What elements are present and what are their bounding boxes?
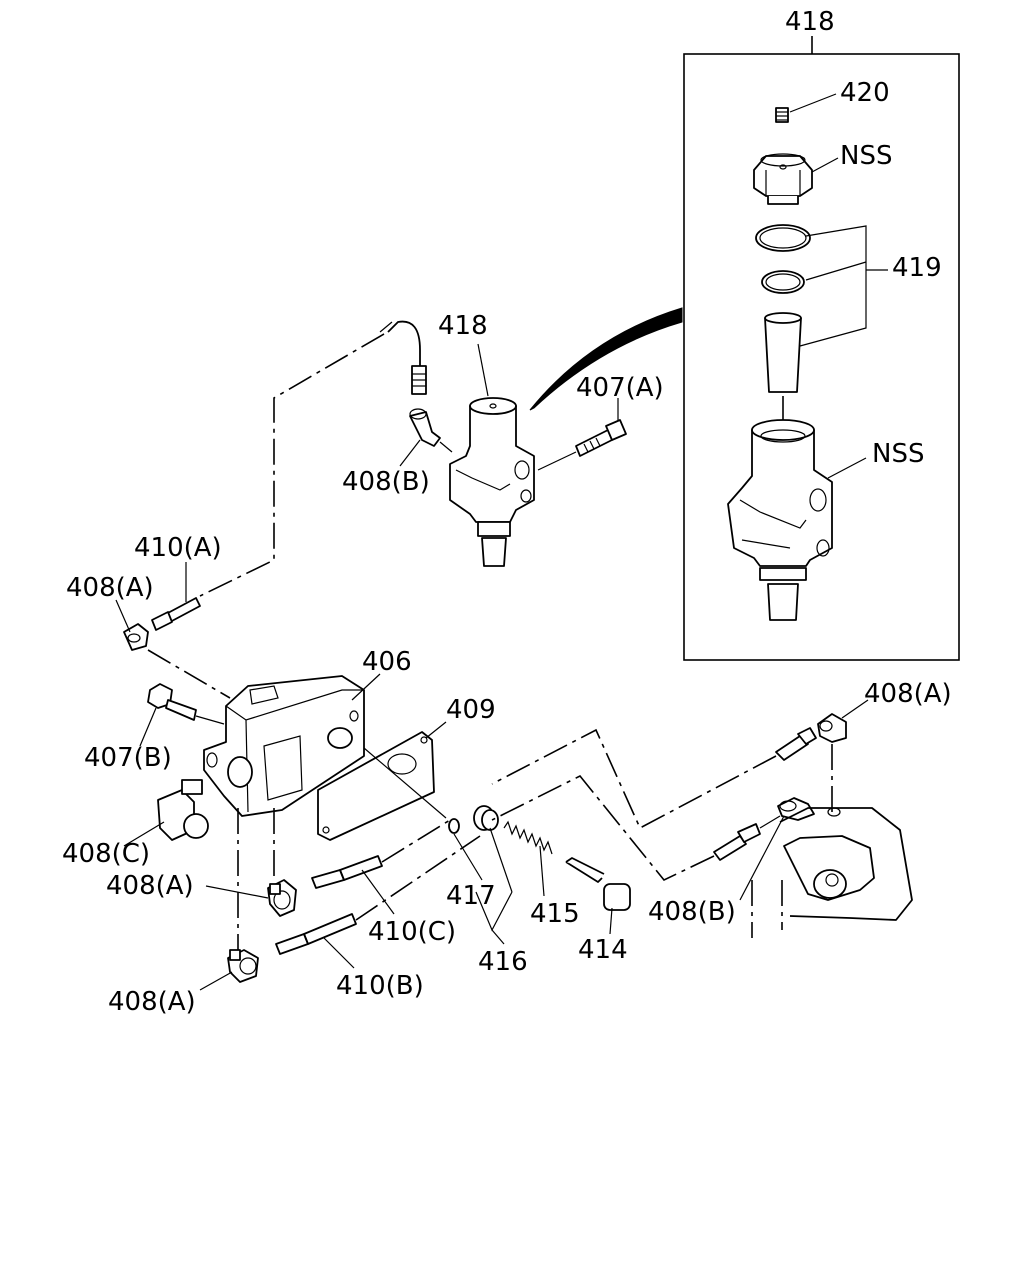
part-407b-bolt bbox=[147, 683, 197, 721]
part-420-screw bbox=[775, 107, 789, 123]
label-407b: 407(B) bbox=[84, 743, 172, 773]
label-nss-top: NSS bbox=[840, 141, 892, 171]
leader-419 bbox=[799, 225, 888, 347]
part-408a-bottom-fitting bbox=[227, 949, 259, 983]
leader-408b-bottom bbox=[739, 815, 785, 901]
dash-lower-right-run bbox=[491, 774, 715, 881]
label-410a: 410(A) bbox=[134, 533, 222, 563]
label-418-top: 418 bbox=[785, 7, 835, 37]
inset-pointer-wedge bbox=[529, 307, 683, 411]
label-408a-left: 408(A) bbox=[66, 573, 154, 603]
part-408b-lower-fitting bbox=[777, 797, 815, 821]
label-406: 406 bbox=[362, 647, 412, 677]
part-408c-fitting bbox=[157, 779, 209, 841]
label-416: 416 bbox=[478, 947, 528, 977]
dash-408a-to-406 bbox=[147, 649, 231, 699]
part-upper-pipe bbox=[379, 320, 427, 395]
label-nss-bottom: NSS bbox=[872, 439, 924, 469]
dash-408b-axis bbox=[759, 815, 781, 829]
part-410c-hose bbox=[311, 855, 383, 889]
leader-414 bbox=[609, 907, 613, 935]
part-419-o-rings bbox=[755, 224, 811, 294]
dash-upper-right-run bbox=[491, 728, 777, 830]
part-416-piston bbox=[473, 805, 499, 831]
leader-417 bbox=[453, 833, 483, 881]
label-407a: 407(A) bbox=[576, 373, 664, 403]
part-407a-bolt bbox=[575, 419, 627, 457]
dash-410b-run bbox=[355, 835, 481, 921]
part-408a-left-fitting bbox=[123, 623, 149, 651]
leader-408a-left bbox=[115, 599, 131, 633]
leader-410c bbox=[361, 869, 395, 915]
label-408c: 408(C) bbox=[62, 839, 150, 869]
leader-408c bbox=[123, 821, 165, 847]
label-408a-mid: 408(A) bbox=[106, 871, 194, 901]
dash-407a-axis bbox=[537, 451, 577, 471]
detail-inset-box bbox=[683, 53, 960, 661]
label-414: 414 bbox=[578, 935, 628, 965]
dash-407b-axis bbox=[195, 715, 225, 725]
leader-415 bbox=[539, 845, 545, 897]
leader-409 bbox=[425, 721, 447, 739]
label-418-mid: 418 bbox=[438, 311, 488, 341]
bracket-416 bbox=[475, 827, 513, 945]
label-408a-bottom: 408(A) bbox=[108, 987, 196, 1017]
part-406-cylinder bbox=[203, 675, 365, 817]
part-410a-hose bbox=[151, 597, 201, 631]
leader-406 bbox=[351, 673, 381, 701]
part-418-valve bbox=[449, 397, 535, 567]
leader-nss-top bbox=[811, 157, 839, 173]
label-408b-bottom: 408(B) bbox=[648, 897, 736, 927]
dash-410c-run bbox=[381, 819, 451, 863]
part-409-gasket bbox=[317, 731, 435, 841]
part-408b-upper-fitting bbox=[409, 408, 453, 453]
part-408a-right-fitting bbox=[817, 713, 847, 743]
dash-upper-pipe-run bbox=[199, 333, 385, 597]
leader-408b-top bbox=[399, 439, 421, 467]
leader-408a-right bbox=[841, 699, 869, 719]
part-410b-hose bbox=[275, 913, 357, 955]
part-415-spring bbox=[503, 820, 553, 855]
label-410c: 410(C) bbox=[368, 917, 456, 947]
leader-418-mid bbox=[477, 343, 489, 397]
leader-407b bbox=[139, 707, 157, 747]
label-419: 419 bbox=[892, 253, 942, 283]
part-419-sleeve bbox=[764, 312, 802, 393]
leader-410b bbox=[323, 937, 355, 969]
label-417: 417 bbox=[446, 881, 496, 911]
part-cap-nss bbox=[753, 153, 813, 205]
part-414-plunger bbox=[565, 857, 631, 911]
part-engine-block bbox=[751, 807, 913, 938]
part-408a-mid-fitting bbox=[267, 879, 297, 917]
dash-gasket-axis bbox=[363, 747, 447, 819]
label-415: 415 bbox=[530, 899, 580, 929]
leader-408a-mid bbox=[205, 885, 269, 899]
leader-420 bbox=[789, 93, 837, 113]
label-420: 420 bbox=[840, 78, 890, 108]
leader-408a-bottom bbox=[199, 971, 233, 991]
label-410b: 410(B) bbox=[336, 971, 424, 1001]
part-lower-right-hose bbox=[713, 823, 761, 861]
part-upper-right-hose bbox=[775, 727, 817, 761]
label-408a-right: 408(A) bbox=[864, 679, 952, 709]
leader-nss-bottom bbox=[827, 457, 867, 479]
label-409: 409 bbox=[446, 695, 496, 725]
part-417-ring bbox=[448, 818, 460, 834]
part-valve-body-inset bbox=[727, 419, 833, 621]
label-408b-top: 408(B) bbox=[342, 467, 430, 497]
